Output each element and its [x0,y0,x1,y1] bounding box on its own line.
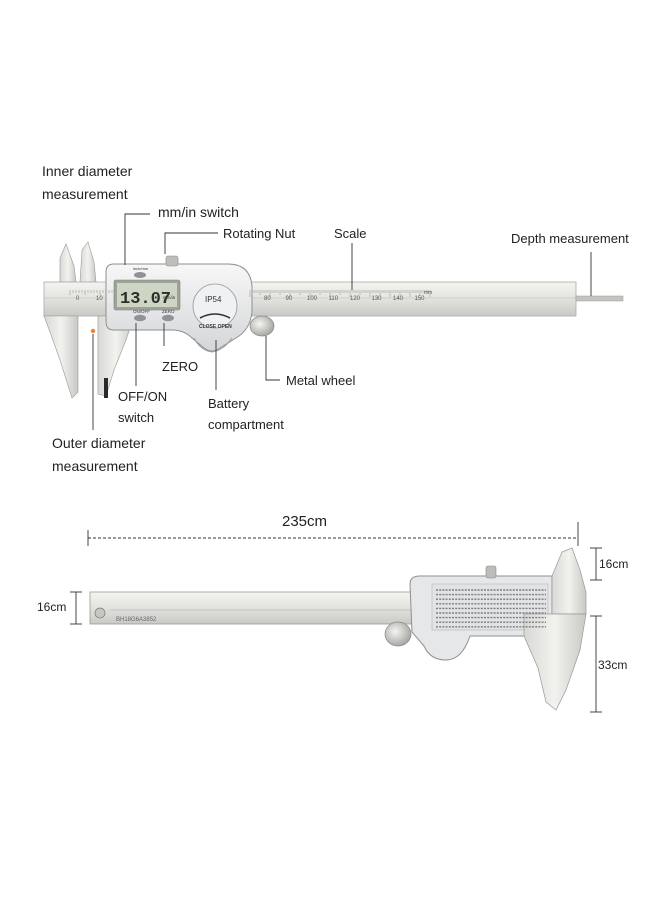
inner-jaw-slide [79,241,97,283]
inner-jaw-fixed [59,243,77,283]
top-leader-lines [92,213,592,430]
orange-marker [90,328,96,334]
label-battery-line1: Battery [208,396,250,411]
top-caliper [43,241,624,399]
scale-number: 140 [393,296,404,302]
side-wheel [384,621,412,647]
label-off-on-line2: switch [118,409,155,425]
beam-screw [94,607,106,619]
label-outer-diameter: Outer diameter measurement [52,432,145,478]
outer-jaw-fixed [43,315,79,399]
lcd-screen [117,283,177,307]
label-metal-wheel: Metal wheel [286,373,356,388]
dimension-lines [70,522,602,713]
metal-wheel [249,315,275,337]
conversion-table-lines [436,589,546,628]
dimension-upper-jaw: 16cm [599,557,629,571]
scale-number: 150 [415,296,426,302]
bottom-caliper [89,547,587,711]
lcd-unit: mm/in [163,295,176,300]
scale-ticks [69,290,431,297]
scale-number: 100 [307,296,318,302]
label-mm-in-switch: mm/in switch [158,204,239,220]
side-jaw-lower [523,613,587,711]
label-battery-line2: compartment [208,416,284,432]
ip-rating: IP54 [205,295,222,304]
label-off-on-switch: OFF/ON switch [118,387,167,429]
label-zero: ZERO [162,359,199,374]
dimension-length: 235cm [282,513,328,530]
scale-number: 120 [350,296,361,302]
onoff-button [134,314,146,322]
inch-button-label: inch/mm [133,266,149,271]
label-inner-diameter-line2: measurement [42,186,128,203]
battery-cover [192,283,238,329]
scale-number-10: 10 [96,296,103,302]
label-outer-diameter-line1: Outer diameter [52,435,146,451]
scale-number: 80 [264,296,271,302]
scale-number: 110 [329,296,339,302]
label-off-on-line1: OFF/ON [118,389,168,404]
label-inner-diameter: Inner diameter measurement [42,160,132,206]
dimension-lower-jaw: 33cm [598,658,628,672]
close-open-label: CLOSE OPEN [199,324,232,330]
label-rotating-nut: Rotating Nut [223,226,296,241]
label-inner-diameter-line1: Inner diameter [42,163,133,179]
label-battery-compartment: Battery compartment [208,394,284,436]
depth-rod [575,295,624,302]
label-scale: Scale [334,226,367,241]
dimension-beam-height: 16cm [37,600,67,614]
zero-button [162,314,174,322]
scale-number: 130 [372,296,383,302]
scale-number-0: 0 [76,296,80,302]
label-outer-diameter-line2: measurement [52,458,138,475]
scale-numbers: 80 90 100 110 120 130 140 150 [264,296,425,302]
inch-button [134,272,146,278]
zero-button-label: ZERO [162,309,175,314]
rotating-nut [165,255,179,267]
scale-unit: mm [424,290,432,296]
scale-number: 90 [286,296,293,302]
onoff-button-label: ON/OFF [133,309,150,314]
lcd-value: 13.07 [120,290,171,309]
side-jaw-upper [551,547,587,615]
serial-number: BH18G6A3852 [116,617,157,623]
label-depth-measurement: Depth measurement [511,231,629,246]
